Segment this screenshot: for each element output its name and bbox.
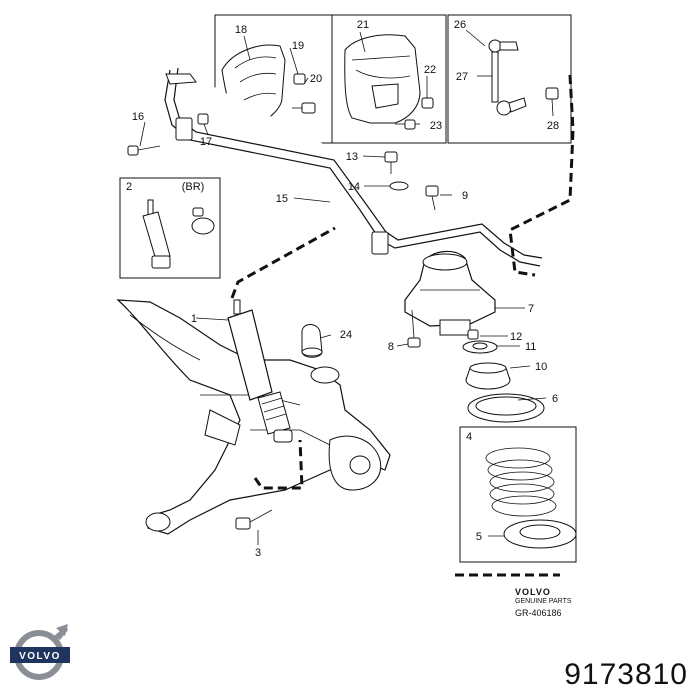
nut-part-17	[197, 113, 209, 125]
label-6: 6	[552, 393, 558, 405]
inset-box-4	[459, 426, 577, 563]
spring-rubber-seat-part-6	[467, 393, 545, 423]
lower-spring-seat-part-5	[503, 519, 577, 549]
label-27: 27	[456, 71, 468, 83]
nut-part-28	[545, 87, 559, 100]
nut-part-22	[421, 97, 434, 109]
label-3: 3	[255, 547, 261, 559]
label-2: 2	[126, 181, 132, 193]
label-17: 17	[200, 136, 212, 148]
bolt-part-3	[235, 509, 273, 530]
logo-wordmark: VOLVO	[19, 651, 61, 662]
label-15: 15	[276, 193, 288, 205]
label-14: 14	[348, 181, 360, 193]
nut-part-19	[293, 73, 306, 85]
stabilizer-bar-part-15	[164, 67, 543, 267]
bolt-part-13	[384, 151, 398, 174]
label-12: 12	[510, 331, 522, 343]
assembly-line-right	[508, 74, 575, 277]
label-5: 5	[476, 531, 482, 543]
label-26: 26	[454, 19, 466, 31]
stabilizer-link-part-26	[488, 39, 527, 116]
bolt-part-8	[407, 309, 421, 348]
shock-absorber-part-1	[227, 299, 293, 443]
label-7: 7	[528, 303, 534, 315]
diagram-reference: GR-406186	[515, 608, 562, 618]
brand-subline: GENUINE PARTS	[515, 598, 572, 605]
assembly-line-knuckle	[253, 439, 304, 490]
label-9: 9	[462, 190, 468, 202]
bolt-part-9	[425, 185, 439, 211]
label-28: 28	[547, 120, 559, 132]
label-21: 21	[357, 19, 369, 31]
label-10: 10	[535, 361, 547, 373]
brand-name: VOLVO	[515, 587, 551, 597]
assembly-line-shock	[230, 226, 336, 299]
bump-stop-part-24	[301, 324, 323, 358]
coil-spring-part-4	[485, 447, 557, 517]
volvo-logo-icon: VOLVO	[10, 624, 70, 680]
spring-seat-upper-part-10	[465, 362, 511, 390]
label-4: 4	[466, 431, 472, 443]
inset-box-21-23	[331, 14, 447, 144]
inset-box-2	[119, 177, 221, 279]
label-19: 19	[292, 40, 304, 52]
label-16: 16	[132, 111, 144, 123]
label-22: 22	[424, 64, 436, 76]
bushing-part-br	[191, 207, 215, 235]
bolt-part-16	[127, 145, 161, 156]
label-24: 24	[340, 329, 352, 341]
label-23: 23	[430, 120, 442, 132]
label-variant-br: (BR)	[182, 181, 205, 193]
nut-part-12	[467, 329, 479, 340]
mini-shock-absorber-part-2	[142, 199, 171, 269]
bolt-part-23	[395, 119, 416, 130]
label-8: 8	[388, 341, 394, 353]
rear-subframe-assembly	[116, 299, 391, 535]
insulator-part-11	[462, 340, 498, 354]
cover-part-21	[344, 34, 421, 124]
bolt-part-20	[292, 102, 316, 114]
label-20: 20	[310, 73, 322, 85]
label-13: 13	[346, 151, 358, 163]
part-number: 9173810	[564, 658, 688, 691]
leader-lines	[139, 29, 554, 545]
washer-part-14	[389, 181, 409, 191]
label-11: 11	[525, 341, 536, 353]
label-18: 18	[235, 24, 247, 36]
spring-seat-mount-part-7	[404, 250, 496, 336]
label-1: 1	[191, 313, 197, 325]
